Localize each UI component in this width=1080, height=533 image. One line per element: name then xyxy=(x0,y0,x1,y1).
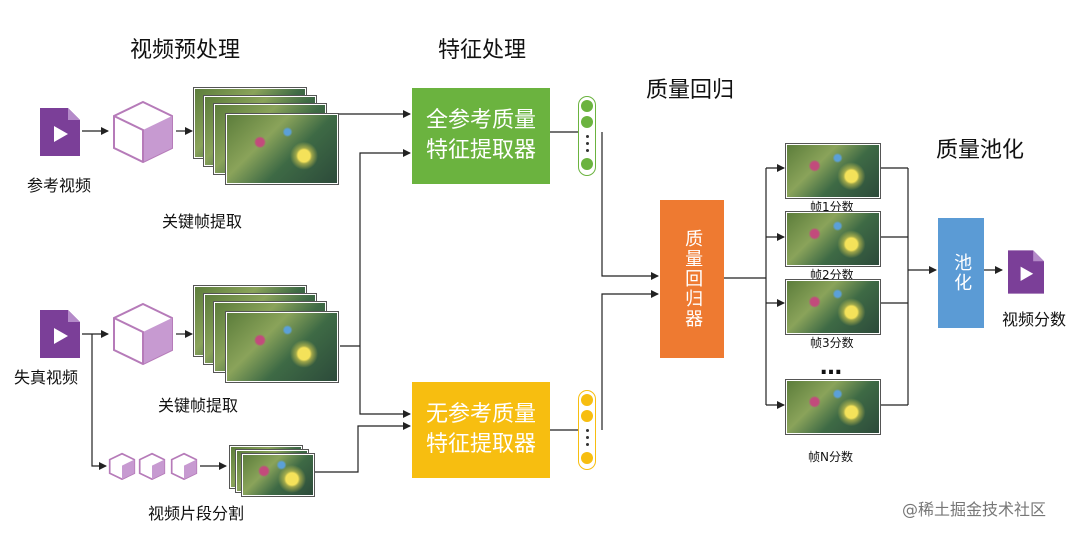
arrow-nr-feat-to-regressor xyxy=(601,290,659,430)
header-regression: 质量回归 xyxy=(646,78,735,103)
frameN-thumbnail xyxy=(786,380,880,434)
nr-feature-vector xyxy=(578,390,596,470)
arrow-dist-to-nr xyxy=(359,346,411,418)
frame2-thumbnail xyxy=(786,212,880,266)
keyframes-top-stack xyxy=(194,88,344,188)
header-preprocess: 视频预处理 xyxy=(130,38,241,63)
keyframe-bottom-label: 关键帧提取 xyxy=(158,396,239,415)
reference-video-icon xyxy=(40,108,80,156)
fr-extractor-box: 全参考质量 特征提取器 xyxy=(412,88,550,184)
header-pooling: 质量池化 xyxy=(936,138,1025,163)
header-feature: 特征处理 xyxy=(438,38,527,63)
distorted-video-icon xyxy=(40,310,80,358)
cube-icon xyxy=(113,302,173,366)
video-score-icon xyxy=(1008,250,1044,294)
pooling-box: 池化 xyxy=(938,218,984,328)
frames-ellipsis: … xyxy=(820,355,842,380)
reference-video-label: 参考视频 xyxy=(27,176,92,195)
frame3-score-label: 帧3分数 xyxy=(810,336,854,350)
watermark: @稀土掘金技术社区 xyxy=(902,500,1047,519)
distorted-video-label: 失真视频 xyxy=(14,368,79,387)
keyframe-top-label: 关键帧提取 xyxy=(162,212,243,231)
arrow-dist-to-fr xyxy=(359,149,411,346)
frame1-thumbnail xyxy=(786,144,880,198)
cube-icon xyxy=(138,452,166,480)
arrow-clip-to-nr xyxy=(310,422,411,473)
video-score-label: 视频分数 xyxy=(1002,310,1067,329)
frame3-thumbnail xyxy=(786,280,880,334)
nr-extractor-box: 无参考质量 特征提取器 xyxy=(412,382,550,478)
pooling-label: 池化 xyxy=(951,253,973,293)
frame1-score-label: 帧1分数 xyxy=(810,200,854,214)
quality-regressor-box: 质量回归器 xyxy=(660,200,724,358)
segment-label: 视频片段分割 xyxy=(148,504,245,523)
quality-regressor-label: 质量回归器 xyxy=(682,229,704,329)
cube-icon xyxy=(108,452,136,480)
arrow-fr-feat-to-regressor xyxy=(601,132,659,280)
fr-feature-vector xyxy=(578,96,596,176)
cube-icon xyxy=(170,452,198,480)
video-clip-stack xyxy=(230,446,320,496)
cube-icon xyxy=(113,100,173,164)
frame2-score-label: 帧2分数 xyxy=(810,268,854,282)
frameN-score-label: 帧N分数 xyxy=(808,450,853,464)
arrow-dist-to-segments xyxy=(91,334,107,470)
keyframes-bottom-stack xyxy=(194,286,344,386)
